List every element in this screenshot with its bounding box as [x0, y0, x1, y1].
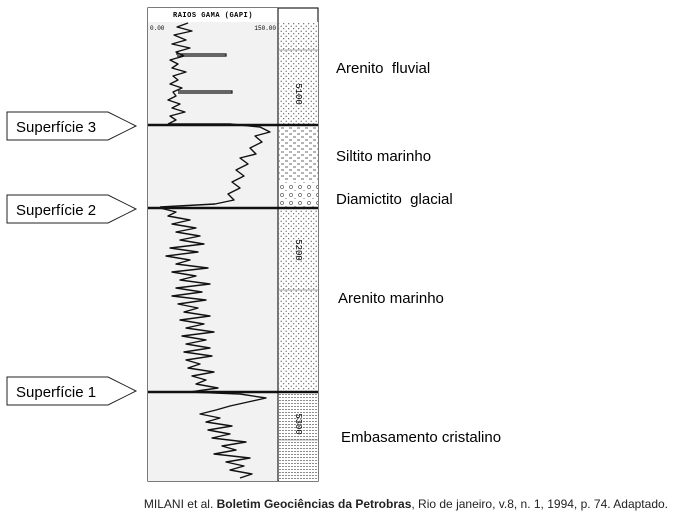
- gamma-ray-spike: [178, 90, 233, 94]
- scale-min: 0.00: [150, 25, 165, 32]
- source-caption: MILANI et al. Boletim Geociências da Pet…: [144, 497, 668, 511]
- gamma-ray-curve-upper: [167, 22, 193, 125]
- svg-text:Superfície 3: Superfície 3: [16, 119, 96, 136]
- gamma-ray-curve-lower: [159, 207, 219, 393]
- header-strip: [148, 8, 278, 22]
- unit-label: Diamictito glacial: [336, 191, 453, 208]
- unit-label: Embasamento cristalino: [341, 429, 501, 446]
- gamma-ray-curve-siltito: [159, 123, 271, 208]
- lithology-arenito-marinho: [279, 208, 318, 392]
- depth-mark: 5200: [293, 239, 303, 261]
- lithology-embasamento: [279, 393, 318, 481]
- depth-mark: 5100: [293, 83, 303, 105]
- caption-authors: MILANI et al.: [143, 497, 214, 511]
- depth-mark: 5300: [293, 413, 303, 435]
- gamma-track: [148, 8, 278, 481]
- caption-details: , Rio de janeiro, v.8, n. 1, 1994, p. 74…: [411, 497, 668, 511]
- scale-max: 150.00: [254, 25, 276, 32]
- svg-text:Superfície 1: Superfície 1: [16, 384, 96, 401]
- log-title: RAIOS GAMA (GAPI): [173, 12, 253, 20]
- lithology-arenito-fluvial: [279, 22, 318, 125]
- unit-label: Arenito fluvial: [336, 60, 430, 77]
- surface-3-label: Superfície 3: [6, 111, 138, 141]
- lithology-siltito-marinho: [279, 126, 318, 181]
- unit-label: Arenito marinho: [338, 290, 444, 307]
- gamma-ray-spike: [176, 53, 227, 57]
- caption-journal: Boletim Geociências da Petrobras: [216, 497, 412, 511]
- unit-label: Siltito marinho: [336, 148, 431, 165]
- surface-2-label: Superfície 2: [6, 194, 138, 224]
- lithology-diamictito-glacial: [279, 181, 318, 207]
- svg-text:Superfície 2: Superfície 2: [16, 202, 96, 219]
- gamma-ray-curve-embasamento: [189, 391, 267, 479]
- surface-1-label: Superfície 1: [6, 376, 138, 406]
